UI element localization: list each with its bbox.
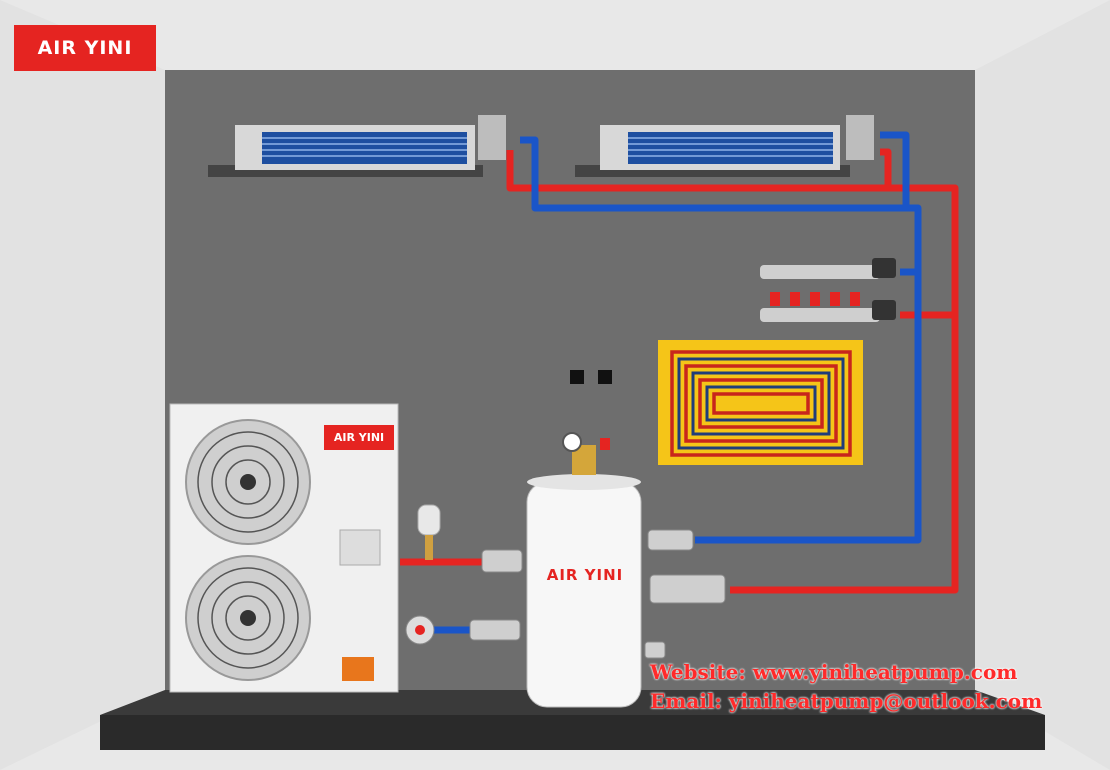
- website-text: Website: www.yiniheatpump.com: [650, 660, 1018, 684]
- water-tank-brand-label: AIR YINI: [546, 566, 624, 584]
- heat-pump-outdoor-unit: [169, 403, 399, 693]
- expansion-tank: [417, 504, 441, 560]
- hot-water-pipes: [400, 148, 959, 594]
- floor-platform: [100, 715, 1045, 750]
- right-side-wall: [975, 0, 1110, 770]
- thermostat-right: [598, 370, 612, 384]
- water-tank: [526, 432, 642, 708]
- circulation-pump: [405, 615, 435, 645]
- email-text: Email: yiniheatpump@outlook.com: [650, 689, 1043, 713]
- valves: [469, 529, 726, 659]
- thermostat-left: [570, 370, 584, 384]
- underfloor-heating-panel: [658, 340, 863, 465]
- fan-coil-unit-left: [208, 115, 506, 177]
- left-side-wall: [0, 0, 165, 770]
- brand-logo-text: AIR YINI: [37, 37, 133, 59]
- heat-pump-brand-label: AIR YINI: [324, 425, 394, 450]
- fan-coil-unit-right: [575, 115, 874, 177]
- manifold: [760, 258, 896, 322]
- brand-logo: AIR YINI: [14, 25, 156, 71]
- heat-pump-brand-text: AIR YINI: [333, 431, 385, 444]
